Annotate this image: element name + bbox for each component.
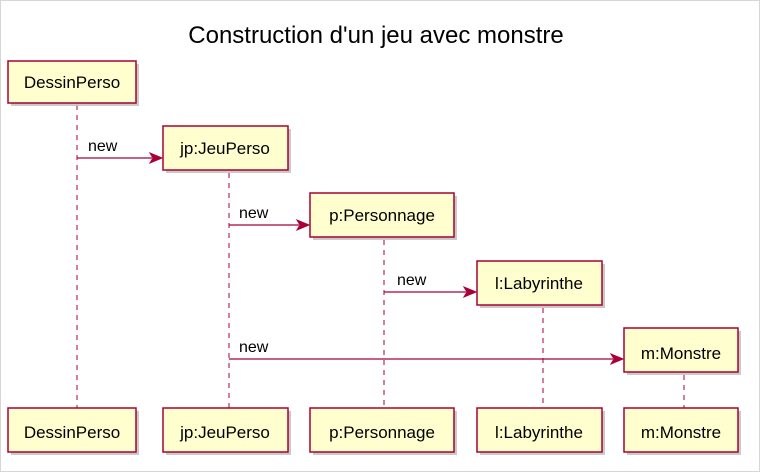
participant-dessinperso: DessinPerso xyxy=(7,60,139,106)
message-new-monstre: new xyxy=(229,339,625,366)
participant-monstre-bottom: m:Monstre xyxy=(623,407,741,455)
participant-labyrinthe-bottom: l:Labyrinthe xyxy=(476,407,605,455)
participant-label: jp:JeuPerso xyxy=(179,139,270,158)
participant-jeuperso-bottom: jp:JeuPerso xyxy=(162,407,291,455)
participant-label: p:Personnage xyxy=(329,206,435,225)
participant-personnage-bottom: p:Personnage xyxy=(309,407,457,455)
message-label: new xyxy=(239,339,269,356)
participant-label: l:Labyrinthe xyxy=(495,423,583,442)
participant-label: m:Monstre xyxy=(641,423,721,442)
participant-label: DessinPerso xyxy=(24,73,120,92)
participant-jeuperso: jp:JeuPerso xyxy=(162,125,291,173)
participant-label: p:Personnage xyxy=(329,423,435,442)
participant-dessinperso-bottom: DessinPerso xyxy=(7,407,139,455)
participant-label: l:Labyrinthe xyxy=(495,274,583,293)
message-new-personnage: new xyxy=(229,205,311,232)
participant-monstre: m:Monstre xyxy=(623,327,741,375)
message-label: new xyxy=(397,272,427,289)
participant-label: jp:JeuPerso xyxy=(179,423,270,442)
participant-labyrinthe: l:Labyrinthe xyxy=(476,260,605,308)
participant-label: m:Monstre xyxy=(641,344,721,363)
message-new-jeuperso: new xyxy=(77,138,164,165)
participant-personnage: p:Personnage xyxy=(309,192,457,240)
diagram-title: Construction d'un jeu avec monstre xyxy=(188,22,563,49)
message-label: new xyxy=(88,138,118,155)
message-label: new xyxy=(239,205,269,222)
message-new-labyrinthe: new xyxy=(384,272,478,299)
participant-label: DessinPerso xyxy=(24,423,120,442)
